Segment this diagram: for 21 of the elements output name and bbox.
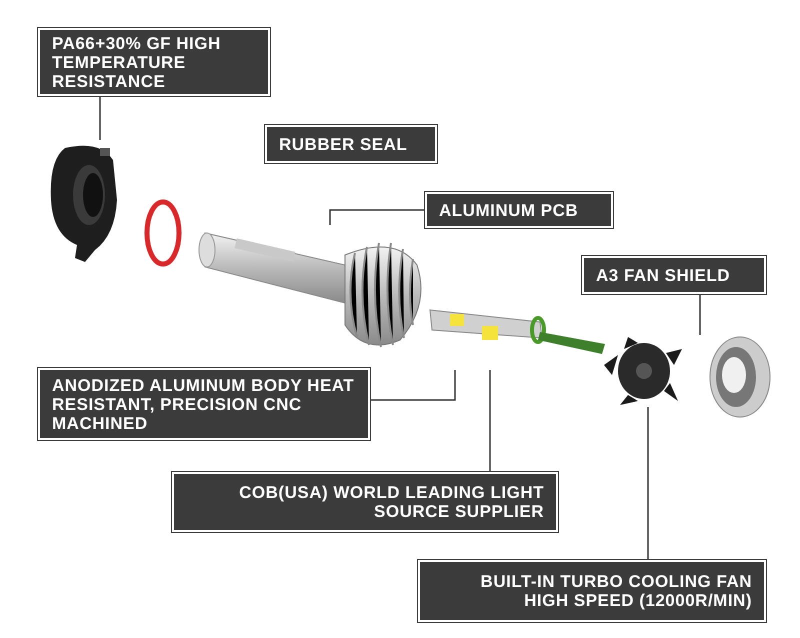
label-text: A3 FAN SHIELD	[596, 266, 730, 284]
label-text: ALUMINUM PCB	[439, 200, 578, 220]
label-text: COB(USA) WORLD LEADING LIGHT SOURCE SUPPLIER	[238, 483, 544, 521]
leader-line	[489, 370, 491, 472]
label-text: BUILT-IN TURBO COOLING FAN HIGH SPEED (12000R/MIN)	[480, 572, 752, 610]
label-text: PA66+30% GF HIGH TEMPERATURE RESISTANCE	[52, 34, 222, 90]
label-box	[172, 472, 558, 532]
label-box	[425, 192, 613, 228]
label-text: ANODIZED ALUMINUM BODY HEAT RESISTANT, PRECISION CNC MACHINED	[52, 376, 356, 432]
leader-line	[647, 407, 649, 560]
label-box	[418, 560, 766, 622]
label-box	[38, 28, 270, 96]
leader-line	[370, 370, 456, 401]
o-ring-drawing	[143, 198, 183, 268]
leader-line	[699, 294, 701, 335]
leader-line	[329, 209, 425, 225]
label-box	[265, 125, 437, 163]
leader-line	[99, 96, 101, 140]
label-text: RUBBER SEAL	[279, 134, 408, 154]
label-box	[38, 368, 370, 440]
label-box	[582, 256, 766, 294]
